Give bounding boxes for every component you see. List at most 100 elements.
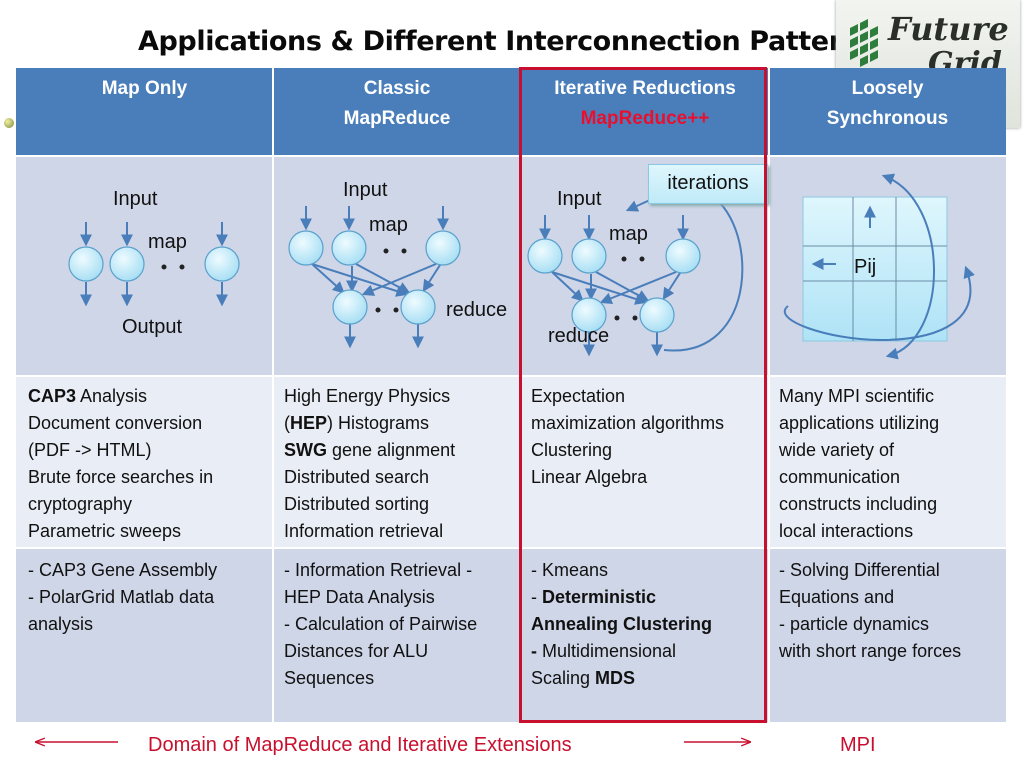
logo-text-future: Future <box>888 10 1009 48</box>
apps-line: Document conversion <box>28 413 203 433</box>
mapreduce-plus-plus-highlight <box>519 67 767 723</box>
map-only-diagram <box>80 222 228 307</box>
map-node <box>288 230 324 266</box>
row-divider <box>16 155 1006 157</box>
label-map: map <box>369 214 408 236</box>
row-divider <box>16 547 1006 549</box>
reduce-node <box>400 289 436 325</box>
apps-line: Parametric sweeps <box>28 521 182 541</box>
header-text: MapReduce <box>343 108 451 129</box>
apps-line: cryptography <box>28 494 133 514</box>
apps-line: (HEP) Histograms <box>284 413 430 433</box>
examples-iterative: - Kmeans - Deterministic Annealing Clust… <box>531 557 712 692</box>
reduce-node <box>332 289 368 325</box>
header-classic-mapreduce: Classic MapReduce <box>273 68 521 156</box>
page-title: Applications & Different Interconnection… <box>138 26 877 57</box>
label-reduce: reduce <box>446 299 508 321</box>
examples-classic: - Information Retrieval - HEP Data Analy… <box>284 557 477 692</box>
reduce-node <box>639 297 675 333</box>
header-loosely-synchronous: Loosely Synchronous <box>769 68 1006 156</box>
apps-line: communication <box>779 467 901 487</box>
label-map: map <box>148 231 187 253</box>
example-line: Distances for ALU <box>284 641 429 661</box>
example-line: Equations and <box>779 587 895 607</box>
loose-sync-arrows <box>784 173 975 360</box>
example-line: analysis <box>28 614 94 634</box>
ellipsis-dots <box>614 256 645 321</box>
apps-line: local interactions <box>779 521 914 541</box>
example-line: - Multidimensional <box>531 641 677 661</box>
examples-loose: - Solving Differential Equations and - p… <box>779 557 961 665</box>
apps-line: Many MPI scientific <box>779 386 935 406</box>
label-input: Input <box>557 188 602 210</box>
label-pij: Pij <box>854 256 877 278</box>
iterations-callout: iterations <box>648 164 768 204</box>
apps-classic: High Energy Physics (HEP) Histograms SWG… <box>284 383 455 545</box>
map-node <box>571 238 607 274</box>
example-line: - Information Retrieval - <box>284 560 473 580</box>
row-divider <box>16 375 1006 377</box>
example-line: Scaling MDS <box>531 668 636 688</box>
apps-line: constructs including <box>779 494 938 514</box>
label-input: Input <box>113 188 158 210</box>
example-line: with short range forces <box>779 641 962 661</box>
map-node <box>527 238 563 274</box>
applications-row <box>16 376 1006 548</box>
map-node <box>665 238 701 274</box>
header-iterative-reductions: Iterative Reductions MapReduce++ <box>521 68 769 156</box>
apps-line: Linear Algebra <box>531 467 648 487</box>
map-node <box>68 246 104 282</box>
apps-line: Distributed sorting <box>284 494 430 514</box>
footer-mpi: MPI <box>840 734 876 756</box>
apps-line: maximization algorithms <box>531 413 725 433</box>
map-node <box>331 230 367 266</box>
iterative-diagram <box>539 190 744 357</box>
column-divider <box>272 68 274 722</box>
footer-mapreduce-domain: Domain of MapReduce and Iterative Extens… <box>148 734 572 756</box>
example-line: - particle dynamics <box>779 614 930 634</box>
ellipsis-dots <box>375 248 407 313</box>
header-text: Loosely <box>851 78 924 99</box>
reduce-node <box>571 297 607 333</box>
column-divider <box>768 68 770 722</box>
apps-line: Expectation <box>531 386 626 406</box>
apps-line: Brute force searches in <box>28 467 214 487</box>
apps-line: SWG gene alignment <box>284 440 456 460</box>
apps-loose: Many MPI scientific applications utilizi… <box>779 383 939 545</box>
examples-row <box>16 548 1006 722</box>
header-text: Map Only <box>101 78 188 99</box>
classic-diagram <box>300 206 449 349</box>
map-node <box>425 230 461 266</box>
apps-line: (PDF -> HTML) <box>28 440 152 460</box>
apps-map-only: CAP3 Analysis Document conversion (PDF -… <box>28 383 213 545</box>
label-map: map <box>609 223 648 245</box>
header-text: Synchronous <box>826 108 949 129</box>
label-reduce: reduce <box>548 325 610 347</box>
apps-line: High Energy Physics <box>284 386 451 406</box>
apps-line: Information retrieval <box>284 521 444 541</box>
map-node <box>204 246 240 282</box>
example-line: Sequences <box>284 668 375 688</box>
header-map-only: Map Only <box>16 68 273 156</box>
loose-sync-grid <box>802 196 948 342</box>
example-line: - Kmeans <box>531 560 609 580</box>
example-line: Annealing Clustering <box>531 614 713 634</box>
label-output: Output <box>122 316 183 338</box>
bullet-dot-icon <box>4 118 14 128</box>
header-text: Classic <box>363 78 431 99</box>
map-node <box>109 246 145 282</box>
example-line: HEP Data Analysis <box>284 587 435 607</box>
header-text: Iterative Reductions <box>554 78 736 99</box>
apps-iterative: Expectation maximization algorithms Clus… <box>531 383 724 491</box>
ellipsis-dots <box>161 264 185 270</box>
apps-line: applications utilizing <box>779 413 940 433</box>
apps-line: CAP3 Analysis <box>28 386 148 406</box>
label-input: Input <box>343 179 388 201</box>
apps-line: Distributed search <box>284 467 430 487</box>
example-line: - Calculation of Pairwise <box>284 614 478 634</box>
apps-line: wide variety of <box>779 440 895 460</box>
apps-line: Clustering <box>531 440 613 460</box>
header-text-highlight: MapReduce++ <box>580 108 710 129</box>
example-line: - Solving Differential <box>779 560 940 580</box>
